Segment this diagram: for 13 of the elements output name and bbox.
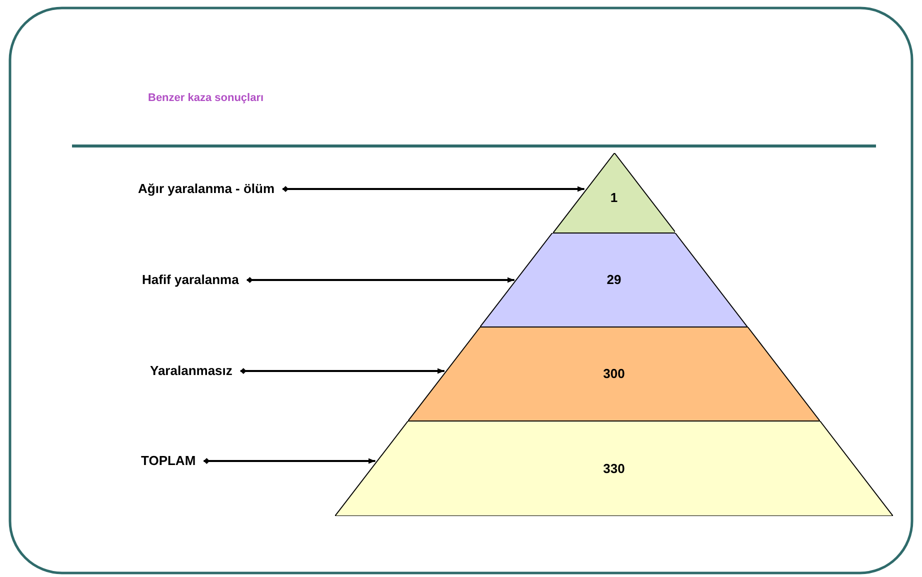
- arrow: [204, 458, 376, 464]
- arrow: [240, 368, 444, 374]
- row-label: TOPLAM: [141, 453, 196, 469]
- layer-value: 29: [606, 272, 622, 288]
- layer-value: 300: [602, 366, 626, 382]
- row-label: Ağır yaralanma - ölüm: [138, 181, 275, 197]
- arrow: [282, 186, 584, 192]
- layer-value: 1: [609, 190, 619, 206]
- row-label: Hafif yaralanma: [142, 272, 239, 288]
- layer-value: 330: [602, 460, 626, 476]
- row-label: Yaralanmasız: [150, 363, 232, 379]
- arrow: [246, 277, 514, 283]
- slide-title: Benzer kaza sonuçları: [148, 92, 264, 104]
